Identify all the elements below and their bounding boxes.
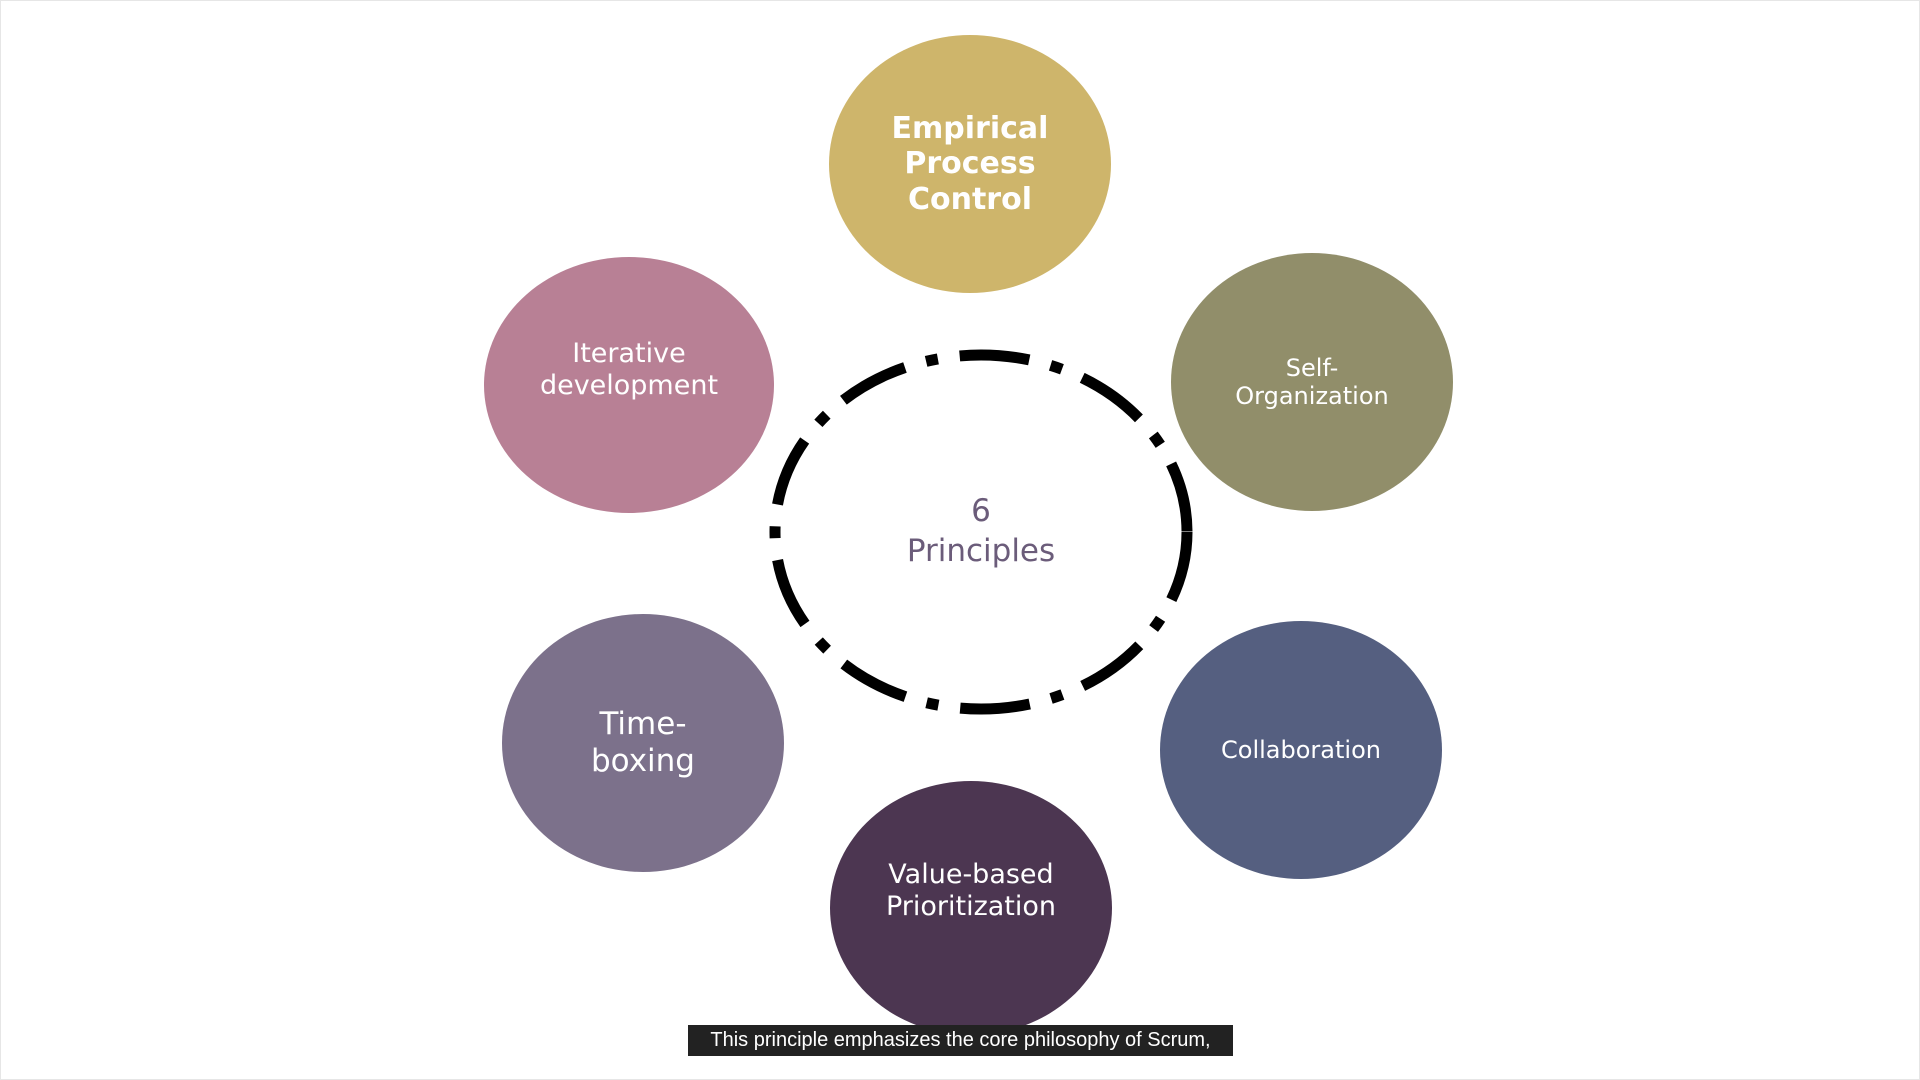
principle-collaboration: Collaboration [1160, 621, 1442, 879]
subtitle-caption: This principle emphasizes the core philo… [688, 1025, 1233, 1056]
principle-value-based-prioritization: Value-based Prioritization [830, 781, 1112, 1035]
center-label: 6 Principles [906, 493, 1056, 569]
principle-empirical-process-control: Empirical Process Control [829, 35, 1111, 293]
principle-iterative-development: Iterative development [484, 257, 774, 513]
principle-time-boxing: Time- boxing [502, 614, 784, 872]
principle-label: Value-based Prioritization [885, 859, 1057, 922]
principle-label: Collaboration [1221, 735, 1381, 764]
principle-label: Time- boxing [591, 706, 695, 779]
principle-label: Self- Organization [1235, 353, 1389, 410]
principle-label: Empirical Process Control [891, 110, 1049, 217]
principle-self-organization: Self- Organization [1171, 253, 1453, 511]
principle-label: Iterative development [539, 338, 719, 401]
